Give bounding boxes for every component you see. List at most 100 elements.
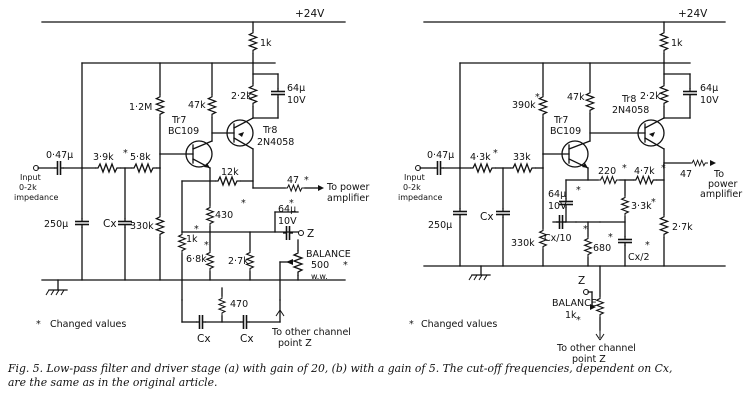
figure-caption: Fig. 5. Low-pass filter and driver stage… [8,362,743,390]
resistor-2k2-b [659,82,669,108]
tr8-label-a: Tr8 [262,125,277,136]
svg-text:*: * [194,224,199,235]
r-output-label-b: 47 [680,169,692,180]
input-impedance-b: 0-2k [403,183,421,192]
r-4k7-label-b: 4·7k [634,166,655,177]
r-second-label-a: 5·8k [130,152,151,163]
r-2k7-label-a: 2·7k [228,256,249,267]
capacitor-64u-a [270,87,286,99]
resistor-220-b [597,175,621,185]
capacitor-cx-bottom2-a [239,314,251,330]
resistor-6k8-a [205,249,215,273]
input-cap-label-b: 0·47µ [427,150,454,161]
tr7-label-a: Tr7 [171,115,186,126]
svg-text:*: * [576,185,581,196]
balance-label-a: BALANCE [306,249,351,260]
capacitor-cx-b [495,207,511,219]
supply-label-b: +24V [678,8,708,20]
r-680-label-b: 680 [593,243,611,254]
resistor-330k-a [155,213,165,239]
capacitor-64u-b [682,87,698,99]
r-feedback-label-a: 12k [221,167,239,178]
r-collector-label-a: 47k [188,100,206,111]
tr8-label-b: Tr8 [621,94,636,105]
capacitor-input-a [53,160,65,176]
c-decoupling-label-b: 64µ [700,83,718,94]
svg-text:*: * [304,175,309,186]
svg-text:*: * [241,198,246,209]
input-label-a: Input [20,173,41,182]
c-shunt2-label-b: Cx [480,211,494,223]
c-x10-label-b: Cx/10 [544,233,572,244]
other-channel2-b: point Z [572,354,606,365]
input-impedance-a: 0-2k [19,183,37,192]
r-second-label-b: 33k [513,152,531,163]
c-x2-label-b: Cx/2 [628,252,650,263]
other-channel-a: To other channel [271,327,351,338]
svg-text:*: * [123,148,128,159]
resistor-47k-b [585,89,595,115]
r-bias-label-a: 1·2M [129,102,152,113]
r-shunt-label-b: 330k [511,238,535,249]
tr7-type-label-a: BC109 [168,126,199,137]
output-label-a: To power [326,182,369,193]
resistor-3k9-a [94,163,122,173]
svg-text:*: * [535,92,540,103]
svg-text:*: * [608,232,613,243]
svg-text:*: * [343,260,348,271]
tr8-type-label-a: 2N4058 [257,137,294,148]
c-decoupling-v-label-b: 10V [700,95,719,106]
r-2k7-label-b: 2·7k [672,222,693,233]
svg-text:*: * [583,224,588,235]
output-arrow-a [318,185,324,191]
other-channel-b: To other channel [556,343,636,354]
c-decoupling-v-label-a: 10V [287,95,306,106]
r-output-label-a: 47 [287,175,299,186]
r-emitter-label-b: 2·2k [640,91,661,102]
balance-pot-a[interactable] [293,249,303,277]
input-label-b: Input [404,173,425,182]
tr8-type-label-b: 2N4058 [612,105,649,116]
capacitor-64u-out-a [282,225,294,241]
svg-text:*: * [204,240,209,251]
changed-values-b: Changed values [421,319,497,330]
resistor-5k8-a [130,163,158,173]
c-x2-label-a: Cx [240,333,254,345]
r-shunt-label-a: 330k [130,221,154,232]
resistor-3k3-b [620,194,630,218]
svg-text:*: * [661,163,666,174]
r-bias-label-b: 390k [512,100,536,111]
balance-value-b: 1k [565,310,577,321]
resistor-4k3-b [469,163,497,173]
r-220-label-b: 220 [598,166,616,177]
c-out-label-a: 64µ [278,204,296,215]
circuit-b: +24V 1k 390k 47k 2·2k 64µ 10V Tr [398,8,742,365]
r-input-label-a: 3·9k [93,152,114,163]
resistor-1k-a [248,29,258,55]
z-point-label-a: Z [307,228,314,240]
svg-text:*: * [576,315,581,326]
input-cap-label-a: 0·47µ [46,150,73,161]
input-impedance-suffix-a: impedance [14,193,58,202]
output-label2-b: power [708,179,737,190]
c-shunt2-label-a: Cx [103,218,117,230]
resistor-47k-a [207,93,217,119]
tr7-type-label-b: BC109 [550,126,581,137]
other-channel2-a: point Z [278,338,312,349]
output-arrow-b [710,160,716,166]
output-label3-b: amplifier [700,189,742,200]
resistor-33k-b [509,163,537,173]
capacitor-250u-a [74,217,90,229]
input-impedance-suffix-b: impedance [398,193,442,202]
c-emitter-label-b: 64µ [548,189,566,200]
balance-type-a: w.w. [311,272,328,281]
balance-pot-b[interactable] [595,295,605,319]
r-collector-label-b: 47k [567,92,585,103]
resistor-680-b [583,235,593,259]
r-supply-label-a: 1k [260,38,272,49]
resistor-1k-e-a [177,231,187,255]
output-label2-a: amplifier [327,193,369,204]
svg-text:*: * [622,163,627,174]
